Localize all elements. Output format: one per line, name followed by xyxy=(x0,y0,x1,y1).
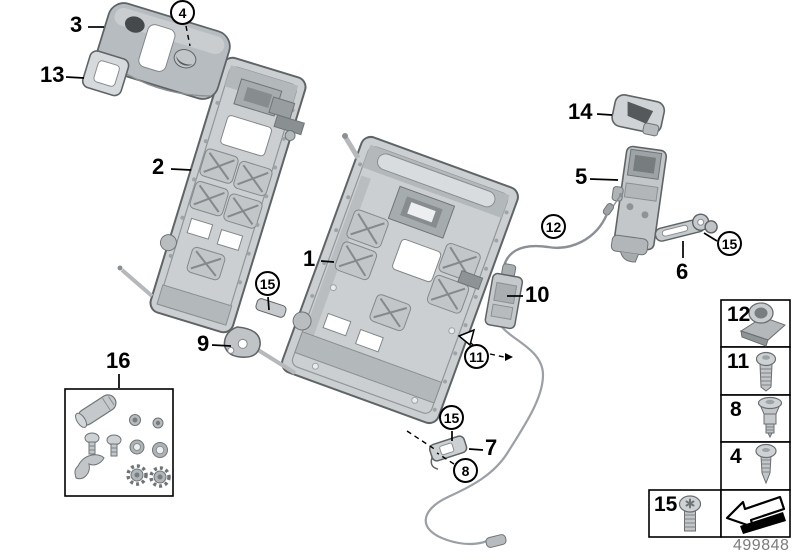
legend-num-8: 8 xyxy=(730,398,742,421)
doc-number: 499848 xyxy=(733,537,790,554)
tapping-screw-icon xyxy=(755,443,777,485)
callout-1: 1 xyxy=(303,246,316,271)
cable-clip-icon xyxy=(739,302,786,347)
bracket-7 xyxy=(428,435,468,470)
bowden-cable-12 xyxy=(501,193,623,273)
kit-bushings xyxy=(129,439,168,458)
circled-callout-15-bottom: 15 xyxy=(439,405,464,430)
cover-center-opening xyxy=(138,24,176,72)
callout-10: 10 xyxy=(525,282,550,307)
legend-num-12: 12 xyxy=(727,303,751,326)
bezel-13 xyxy=(81,50,130,97)
kit-castellated-nuts xyxy=(126,464,171,488)
callout-13: 13 xyxy=(40,62,65,87)
cover-right-hole xyxy=(173,49,197,69)
kit-clip xyxy=(74,454,105,480)
seat-frame-1 xyxy=(281,135,519,425)
pointer-arrowhead-11 xyxy=(457,328,476,347)
callout-3: 3 xyxy=(70,12,83,37)
latch-mechanism-5 xyxy=(610,145,668,263)
cover-left-hole xyxy=(124,16,145,33)
callout-16: 16 xyxy=(106,348,131,373)
lock-actuator-10 xyxy=(484,263,524,330)
kit-screw-b xyxy=(106,434,122,457)
pin-cap xyxy=(342,133,348,139)
small-arrowhead-11 xyxy=(505,353,513,361)
seat-frame-2 xyxy=(149,56,307,334)
circled-callout-8: 8 xyxy=(453,458,478,483)
callout-14: 14 xyxy=(568,99,593,124)
circled-callout-11: 11 xyxy=(464,344,489,369)
callout-2: 2 xyxy=(152,154,165,179)
leader-lines xyxy=(65,26,718,451)
countersunk-screw-icon xyxy=(757,396,783,439)
circled-callout-12: 12 xyxy=(541,214,566,239)
screw-tab-15-left xyxy=(255,298,287,318)
backrest-trim-cover-3 xyxy=(95,2,231,100)
pan-head-screw-icon xyxy=(755,351,777,392)
rod-cap xyxy=(117,265,123,271)
callout-6: 6 xyxy=(676,259,689,284)
frame-2-pivot-rod xyxy=(120,268,154,298)
direction-arrow-icon xyxy=(725,495,786,534)
circled-callout-15-left: 15 xyxy=(255,271,280,296)
bracket-6 xyxy=(654,213,718,242)
callout-7: 7 xyxy=(485,435,498,460)
circled-callout-15-right: 15 xyxy=(717,231,742,256)
repair-kit-box-16 xyxy=(64,388,174,497)
kit-nuts xyxy=(129,414,164,429)
bracket-9 xyxy=(223,326,261,358)
torx-screw-icon xyxy=(678,495,702,532)
frame-1-pivot-lobe xyxy=(292,311,312,331)
frame-1-latch-striker xyxy=(457,269,484,291)
belt-guide-cover-14 xyxy=(611,94,666,137)
legend-num-4: 4 xyxy=(730,445,742,468)
frame-2-hinge-hardware xyxy=(159,96,305,252)
circled-callout-4: 4 xyxy=(170,0,195,25)
frame-1-top-pin xyxy=(343,136,361,160)
lower-release-cable xyxy=(424,326,545,548)
kit-screw-a xyxy=(84,432,100,455)
legend-num-15: 15 xyxy=(654,493,678,516)
callout-9: 9 xyxy=(197,331,210,356)
kit-sleeve xyxy=(75,394,117,428)
frame-1-torsion-rod xyxy=(256,348,297,375)
legend-num-11: 11 xyxy=(727,350,750,373)
callout-5: 5 xyxy=(575,164,588,189)
cable-end-fitting xyxy=(485,534,507,548)
